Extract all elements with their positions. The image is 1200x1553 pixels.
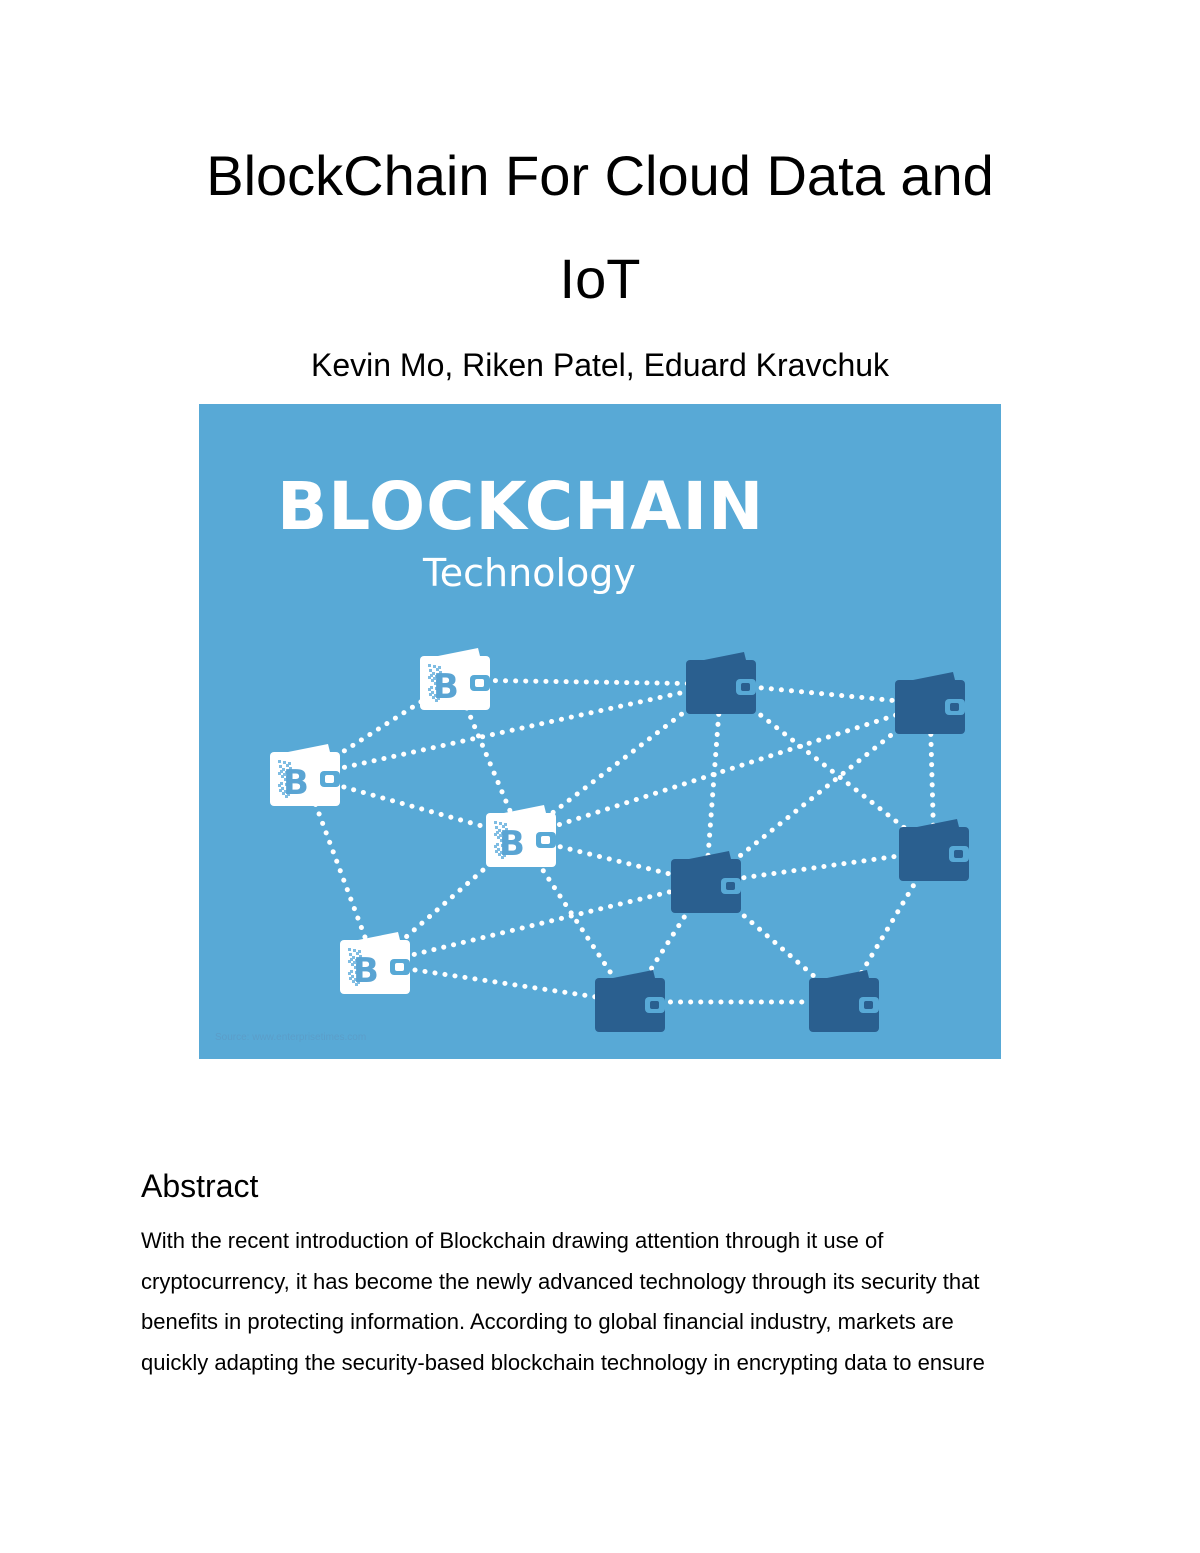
network-link (372, 880, 709, 967)
svg-text:B: B (283, 763, 309, 803)
wallet-icon (899, 819, 969, 881)
svg-text:B: B (433, 667, 459, 707)
network-link (627, 880, 709, 1005)
network-link (518, 834, 633, 1005)
blockchain-figure: B B B B BLOCKCHAIN Technology Source: www.e… (199, 404, 1001, 1059)
bitcoin-wallet-icon: B (486, 805, 556, 867)
abstract-heading: Abstract (141, 1168, 259, 1204)
wallet-icon (671, 851, 741, 913)
network-link (372, 961, 633, 1005)
author-list: Kevin Mo, Riken Patel, Eduard Kravchuk (310, 347, 890, 383)
network-link (703, 848, 937, 886)
network-link (452, 677, 724, 687)
abstract-line: With the recent introduction of Blockcha… (141, 1228, 884, 1253)
wallet-icon (686, 652, 756, 714)
abstract-line: cryptocurrency, it has become the newly … (141, 1268, 980, 1294)
blockchain-network-diagram: B B B B (270, 648, 969, 1032)
document-title-line-1: BlockChain For Cloud Data and (206, 144, 994, 207)
wallet-icon (595, 970, 665, 1032)
network-nodes: B B B B (270, 648, 969, 1032)
bitcoin-wallet-icon: B (270, 744, 340, 806)
svg-text:B: B (499, 824, 525, 864)
wallet-icon (809, 970, 879, 1032)
bitcoin-wallet-icon: B (420, 648, 490, 710)
figure-heading: BLOCKCHAIN (277, 468, 765, 545)
network-link (302, 681, 724, 779)
network-link (302, 773, 378, 967)
network-link (302, 773, 524, 840)
network-link (703, 701, 933, 886)
bitcoin-wallet-icon: B (340, 932, 410, 994)
figure-source-caption: Source: www.enterprisetimes.com (215, 1032, 367, 1043)
network-link (703, 681, 724, 886)
document-title-line-2: IoT (559, 247, 641, 310)
abstract-line: benefits in protecting information. Acco… (141, 1309, 954, 1334)
network-link (518, 701, 933, 840)
abstract-body: With the recent introduction of Blockcha… (141, 1221, 1061, 1383)
svg-text:B: B (353, 951, 379, 991)
wallet-icon (895, 672, 965, 734)
figure-subheading: Technology (423, 551, 636, 595)
abstract-line: quickly adapting the security-based bloc… (141, 1349, 985, 1375)
